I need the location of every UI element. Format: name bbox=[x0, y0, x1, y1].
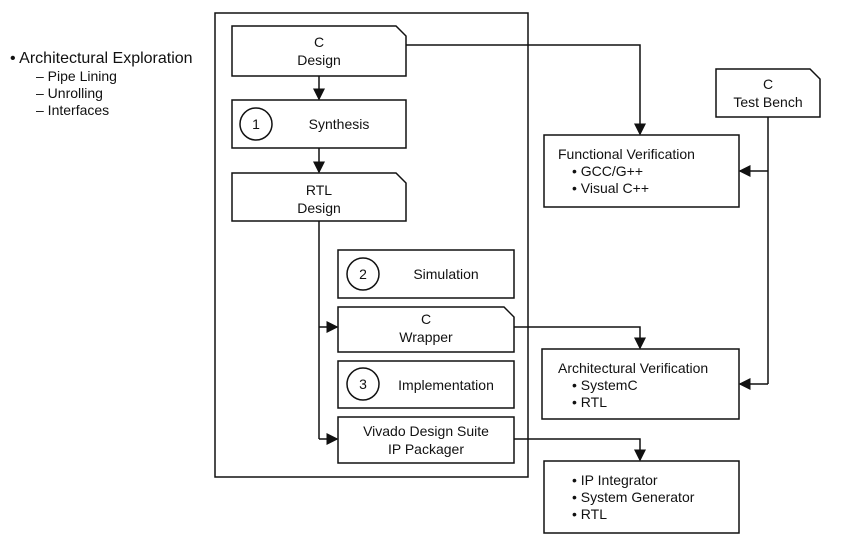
synthesis-step-circle bbox=[239, 107, 273, 141]
rtl-design-box bbox=[231, 172, 407, 222]
architectural-verification-item: • SystemC bbox=[572, 377, 638, 393]
vivado-hls-container bbox=[214, 12, 529, 478]
architectural-exploration-list: • Architectural Exploration – Pipe Linin… bbox=[10, 50, 193, 119]
output-item: • RTL bbox=[572, 506, 607, 522]
simulation-step-number: 2 bbox=[359, 266, 367, 282]
synthesis-label: Synthesis bbox=[308, 116, 370, 132]
implementation-step-circle bbox=[346, 367, 380, 401]
synthesis-step-number: 1 bbox=[252, 116, 260, 132]
exploration-item: – Unrolling bbox=[36, 85, 103, 101]
rtl-design-label: RTL Design bbox=[297, 182, 341, 216]
exploration-item: – Interfaces bbox=[36, 102, 110, 118]
implementation-step-number: 3 bbox=[359, 376, 367, 392]
architectural-verification-title: Architectural Verification bbox=[558, 360, 709, 376]
test-bench-label: C Test Bench bbox=[733, 76, 803, 110]
output-item: • IP Integrator bbox=[572, 472, 658, 488]
functional-verification-list: Functional Verification • GCC/G++ • Visu… bbox=[558, 146, 695, 197]
simulation-step-circle bbox=[346, 257, 380, 291]
arrow-cdesign-functional bbox=[406, 44, 646, 136]
simulation-box bbox=[337, 249, 515, 299]
implementation-label: Implementation bbox=[398, 377, 494, 393]
outputs-list: • IP Integrator • System Generator • RTL bbox=[558, 472, 694, 523]
test-bench-box bbox=[715, 68, 821, 118]
architectural-verification-item: • RTL bbox=[572, 394, 607, 410]
architectural-verification-list: Architectural Verification • SystemC • R… bbox=[558, 360, 708, 411]
arrow-wrapper-architectural bbox=[514, 326, 646, 350]
architectural-exploration-title: • Architectural Exploration bbox=[10, 50, 193, 67]
arrow-packager-outputs bbox=[514, 438, 646, 462]
functional-verification-item: • GCC/G++ bbox=[572, 163, 644, 179]
c-design-label: C Design bbox=[297, 34, 341, 68]
c-wrapper-label: C Wrapper bbox=[399, 311, 453, 345]
c-design-box bbox=[231, 25, 407, 77]
implementation-box bbox=[337, 360, 515, 409]
simulation-label: Simulation bbox=[413, 266, 479, 282]
functional-verification-title: Functional Verification bbox=[558, 146, 695, 162]
output-item: • System Generator bbox=[572, 489, 695, 505]
ip-packager-label: Vivado Design Suite IP Packager bbox=[363, 423, 489, 457]
c-wrapper-box bbox=[337, 306, 515, 353]
exploration-item: – Pipe Lining bbox=[36, 68, 117, 84]
functional-verification-item: • Visual C++ bbox=[572, 180, 650, 196]
